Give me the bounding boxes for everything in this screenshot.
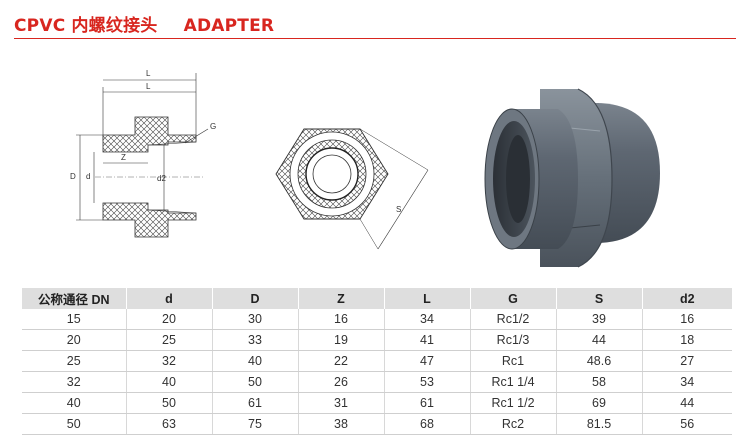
table-cell: 15 xyxy=(22,309,126,330)
column-header-D: D xyxy=(211,288,298,309)
table-cell: 50 xyxy=(125,392,212,414)
table-row: 50 63 75 38 68 Rc2 81.5 56 xyxy=(22,413,732,435)
table-row: 25 32 40 22 47 Rc1 48.6 27 xyxy=(22,350,732,372)
table-cell: 40 xyxy=(211,350,298,372)
page-title: CPVC 内螺纹接头 ADAPTER xyxy=(14,11,274,36)
dim-d: d xyxy=(86,172,90,181)
dim-Z: Z xyxy=(121,153,126,162)
table-cell: 44 xyxy=(555,329,642,351)
table-cell: 44 xyxy=(641,392,732,414)
table-cell: Rc1 1/2 xyxy=(469,392,556,414)
column-header-d: d xyxy=(125,288,212,309)
column-header-L: L xyxy=(383,288,470,309)
table-cell: Rc1/2 xyxy=(469,309,556,330)
table-row: 40 50 61 31 61 Rc1 1/2 69 44 xyxy=(22,392,732,414)
table-cell: 19 xyxy=(297,329,384,351)
product-photo-adapter xyxy=(484,88,660,268)
product-drawing: L L D d Z d2 G xyxy=(70,69,660,268)
table-cell: 48.6 xyxy=(555,350,642,372)
column-header-dn: 公称通径 DN xyxy=(22,288,126,309)
spec-table: 公称通径 DN d D Z L G S d2 15 20 30 16 34 Rc… xyxy=(22,288,732,435)
table-cell: 56 xyxy=(641,413,732,435)
column-header-Z: Z xyxy=(297,288,384,309)
table-cell: 63 xyxy=(125,413,212,435)
table-cell: 81.5 xyxy=(555,413,642,435)
table-cell: Rc2 xyxy=(469,413,556,435)
dim-D: D xyxy=(70,172,76,181)
table-cell: 20 xyxy=(125,309,212,330)
table-row: 32 40 50 26 53 Rc1 1/4 58 34 xyxy=(22,371,732,393)
table-cell: 25 xyxy=(22,350,126,372)
table-row: 15 20 30 16 34 Rc1/2 39 16 xyxy=(22,309,732,330)
table-cell: 32 xyxy=(22,371,126,393)
table-cell: 39 xyxy=(555,309,642,330)
table-header-row: 公称通径 DN d D Z L G S d2 xyxy=(22,288,732,309)
table-cell: 61 xyxy=(211,392,298,414)
table-cell: 18 xyxy=(641,329,732,351)
table-cell: 47 xyxy=(383,350,470,372)
dim-G: G xyxy=(210,122,216,131)
dim-L-inner: L xyxy=(146,82,151,91)
title-chinese: CPVC 内螺纹接头 xyxy=(14,16,158,36)
table-cell: 68 xyxy=(383,413,470,435)
table-cell: 34 xyxy=(641,371,732,393)
title-english: ADAPTER xyxy=(183,16,275,36)
title-divider xyxy=(14,38,736,39)
table-cell: 53 xyxy=(383,371,470,393)
table-cell: 31 xyxy=(297,392,384,414)
table-cell: 27 xyxy=(641,350,732,372)
table-cell: 40 xyxy=(125,371,212,393)
table-cell: Rc1 1/4 xyxy=(469,371,556,393)
table-cell: 22 xyxy=(297,350,384,372)
table-row: 20 25 33 19 41 Rc1/3 44 18 xyxy=(22,329,732,351)
table-cell: 75 xyxy=(211,413,298,435)
table-cell: 16 xyxy=(641,309,732,330)
column-header-d2: d2 xyxy=(641,288,732,309)
table-cell: 61 xyxy=(383,392,470,414)
hexagon-end-view: S xyxy=(275,128,429,250)
dim-S: S xyxy=(396,205,401,214)
table-cell: Rc1/3 xyxy=(469,329,556,351)
table-cell: 16 xyxy=(297,309,384,330)
table-cell: 38 xyxy=(297,413,384,435)
table-cell: 40 xyxy=(22,392,126,414)
table-cell: 50 xyxy=(22,413,126,435)
table-cell: 20 xyxy=(22,329,126,351)
table-cell: 50 xyxy=(211,371,298,393)
table-cell: 58 xyxy=(555,371,642,393)
table-cell: 69 xyxy=(555,392,642,414)
table-cell: 34 xyxy=(383,309,470,330)
table-cell: 41 xyxy=(383,329,470,351)
cross-section-view: L L D d Z d2 G xyxy=(70,69,216,238)
table-cell: 32 xyxy=(125,350,212,372)
table-cell: 33 xyxy=(211,329,298,351)
dim-L-outer: L xyxy=(146,69,151,78)
column-header-S: S xyxy=(555,288,642,309)
table-cell: 30 xyxy=(211,309,298,330)
table-cell: 26 xyxy=(297,371,384,393)
dim-d2: d2 xyxy=(157,174,166,183)
column-header-G: G xyxy=(469,288,556,309)
table-cell: 25 xyxy=(125,329,212,351)
table-cell: Rc1 xyxy=(469,350,556,372)
